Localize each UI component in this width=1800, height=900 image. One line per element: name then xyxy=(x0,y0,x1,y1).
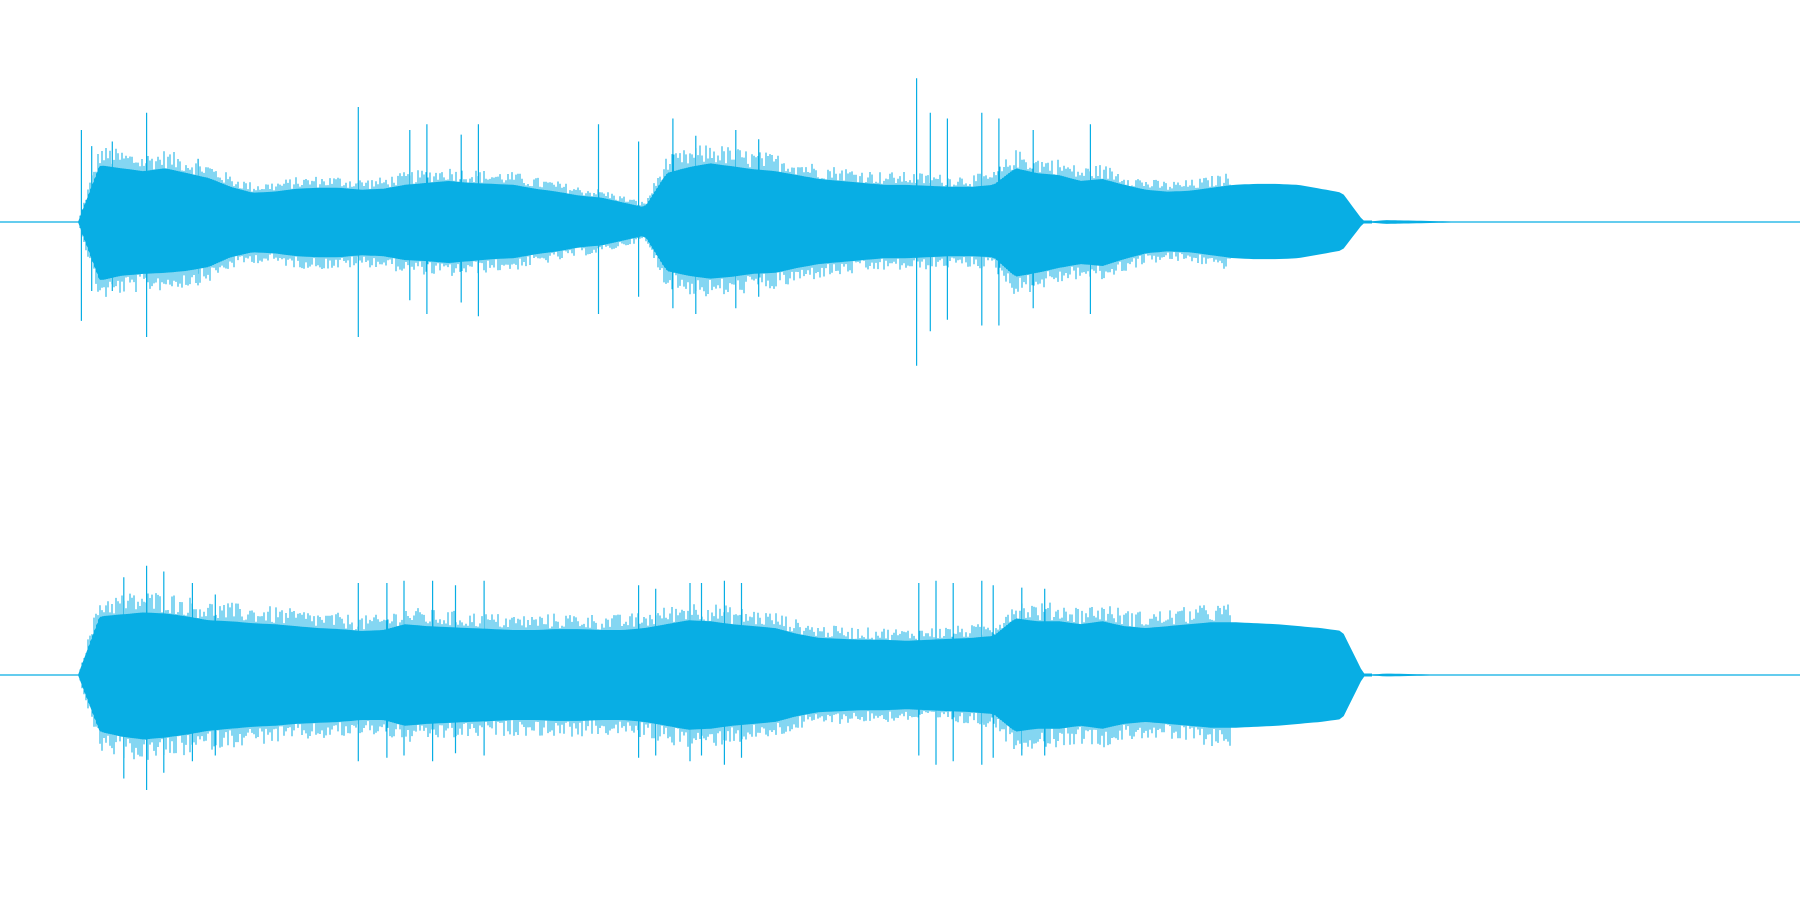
channel-left-wave xyxy=(78,78,1800,366)
channel-right-wave xyxy=(78,565,1800,790)
channel-left-waveform xyxy=(0,78,1800,366)
channel-left xyxy=(0,78,1800,366)
channel-right xyxy=(0,450,1800,900)
channel-right-waveform xyxy=(0,565,1800,790)
